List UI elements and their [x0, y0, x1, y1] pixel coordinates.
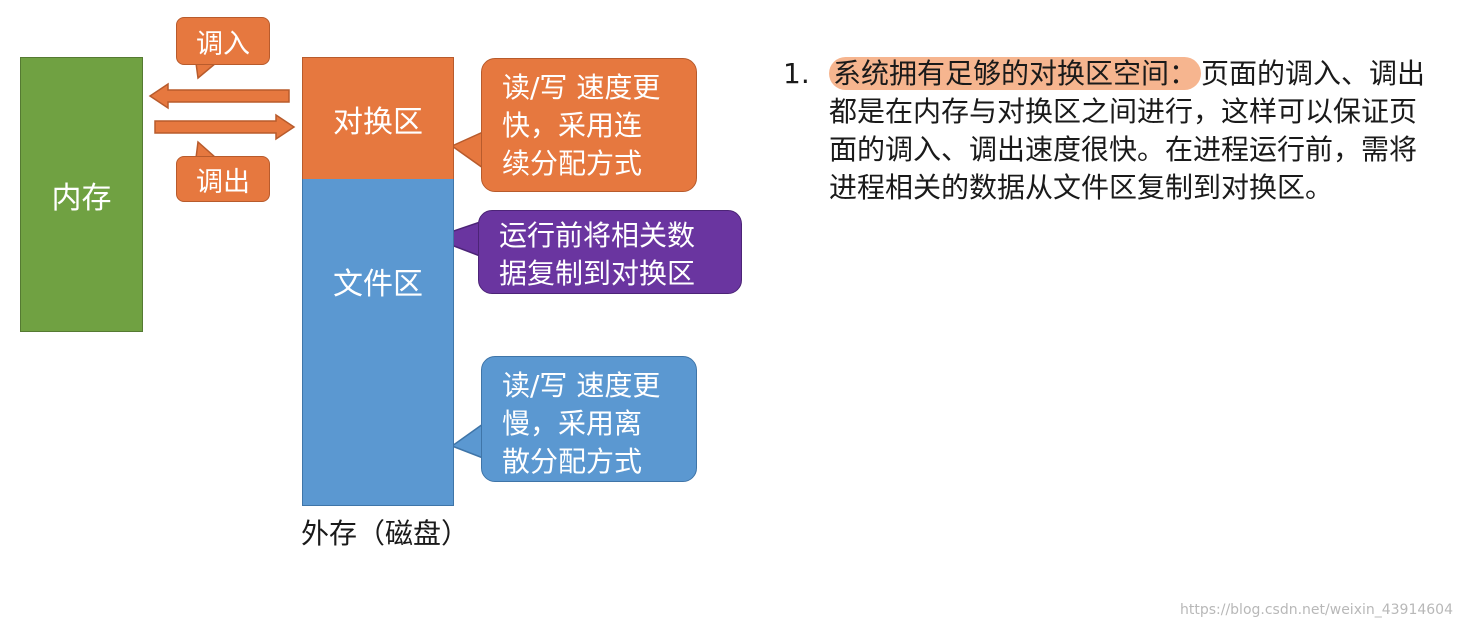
description: 1. 系统拥有足够的对换区空间：页面的调入、调出都是在内存与对换区之间进行，这样…: [783, 55, 1443, 207]
file-area-label: 文件区: [333, 267, 423, 302]
swap-area: 对换区: [302, 57, 454, 179]
callout-line: 运行前将相关数: [499, 219, 696, 252]
callout-line: 续分配方式: [502, 147, 643, 180]
callout-line: 慢，采用离: [502, 407, 643, 440]
callout-copy-before-run: 运行前将相关数 据复制到对换区: [478, 210, 742, 294]
callout-line: 读/写 速度更: [502, 369, 661, 402]
callout-file-speed: 读/写 速度更 慢，采用离 散分配方式: [481, 356, 697, 482]
file-area: 文件区: [302, 179, 454, 506]
arrow-out-icon: [154, 113, 296, 141]
storage-caption: 外存（磁盘）: [301, 517, 470, 550]
tag-in-pointer: [195, 62, 219, 80]
callout-file-tail: [450, 422, 484, 460]
tag-swap-out: 调出: [176, 156, 270, 202]
description-body: 系统拥有足够的对换区空间：页面的调入、调出都是在内存与对换区之间进行，这样可以保…: [829, 55, 1443, 207]
swap-area-label: 对换区: [333, 104, 423, 140]
callout-line: 读/写 速度更: [502, 71, 661, 104]
callout-swap-tail: [450, 130, 484, 170]
description-highlight: 系统拥有足够的对换区空间：: [829, 57, 1202, 90]
callout-line: 据复制到对换区: [499, 257, 696, 290]
arrow-in-icon: [148, 82, 290, 110]
watermark: https://blog.csdn.net/weixin_43914604: [1179, 602, 1453, 618]
memory-block: 内存: [20, 57, 143, 332]
callout-line: 散分配方式: [502, 445, 643, 478]
tag-swap-out-label: 调出: [196, 166, 250, 198]
tag-swap-in: 调入: [176, 17, 270, 65]
tag-swap-in-label: 调入: [196, 28, 250, 60]
callout-swap-speed: 读/写 速度更 快，采用连 续分配方式: [481, 58, 697, 192]
memory-label: 内存: [51, 180, 112, 216]
description-text: 页面的调入、调出都是在内存与对换区之间进行，这样可以保证页面的调入、调出速度很快…: [829, 57, 1426, 204]
description-number: 1.: [783, 57, 810, 90]
callout-line: 快，采用连: [502, 109, 643, 142]
